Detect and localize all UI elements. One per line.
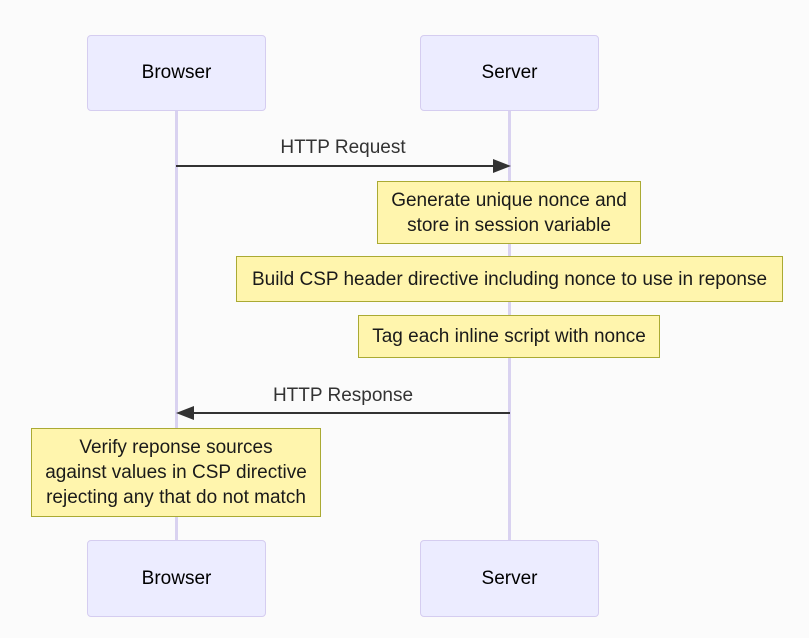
note-tag-inline-script: Tag each inline script with nonce	[358, 315, 660, 358]
message-http-request-label: HTTP Request	[280, 137, 406, 158]
note-verify-sources: Verify reponse sources against values in…	[31, 428, 321, 517]
actor-bottom-server-label: Server	[481, 567, 538, 589]
actor-top-browser-label: Browser	[141, 62, 212, 83]
note-build-csp-header: Build CSP header directive including non…	[236, 256, 783, 302]
note-tag-inline-script-text: Tag each inline script with nonce	[372, 326, 646, 347]
actor-top-server-label: Server	[481, 62, 538, 83]
message-http-response-line	[194, 412, 510, 414]
note-generate-nonce-text: Generate unique nonce and store in sessi…	[391, 189, 627, 236]
message-http-response-label: HTTP Response	[272, 385, 414, 406]
actor-bottom-server: Server	[420, 540, 599, 617]
actor-top-browser: Browser	[87, 35, 266, 111]
note-build-csp-header-text: Build CSP header directive including non…	[251, 268, 768, 290]
arrowhead-left-icon	[176, 406, 194, 420]
actor-top-server: Server	[420, 35, 599, 111]
note-verify-sources-text: Verify reponse sources against values in…	[45, 437, 307, 508]
actor-bottom-browser: Browser	[87, 540, 266, 617]
message-http-request-line	[176, 165, 493, 167]
actor-bottom-browser-label: Browser	[141, 567, 212, 589]
arrowhead-right-icon	[493, 159, 511, 173]
lifeline-browser	[175, 111, 178, 540]
note-generate-nonce: Generate unique nonce and store in sessi…	[377, 181, 641, 244]
